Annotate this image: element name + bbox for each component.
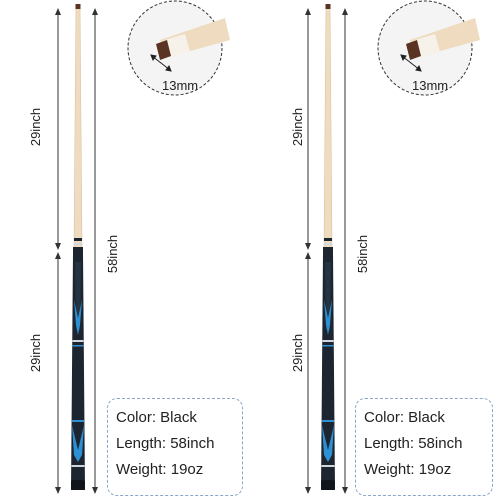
inlay-upper (74, 300, 82, 335)
tip-size-label: 13mm (412, 78, 449, 93)
cue-tip (325, 4, 331, 9)
spec-weight: Weight: 19oz (364, 461, 452, 478)
cue-joint (323, 247, 333, 253)
cue-illustration (305, 0, 480, 494)
cue-panel-right: 29inch 29inch 58inch 13mm Color: Black L… (250, 0, 500, 500)
top-length-label: 29inch (290, 107, 305, 147)
inlay-upper (324, 300, 332, 335)
cue-butt (321, 253, 335, 490)
spec-box: Color: Black Length: 58inch Weight: 19oz (355, 398, 493, 496)
spec-box: Color: Black Length: 58inch Weight: 19oz (107, 398, 243, 496)
cue-joint (73, 247, 83, 253)
measure-arrowheads (55, 8, 98, 494)
tip-size-label: 13mm (162, 78, 199, 93)
measure-lines (307, 10, 346, 492)
cue-bumper (321, 480, 335, 490)
tip-zoom (127, 0, 230, 96)
cue-panel-left: 29inch 29inch 58inch 13mm Color: Black L… (28, 0, 243, 496)
spec-color: Color: Black (116, 409, 197, 426)
total-length-label: 58inch (355, 234, 370, 274)
spec-length: Length: 58inch (364, 435, 463, 452)
bottom-length-label: 29inch (290, 333, 305, 373)
measure-arrowheads (305, 8, 348, 494)
spec-color: Color: Black (364, 409, 445, 426)
bottom-length-label: 29inch (28, 333, 43, 373)
total-length-label: 58inch (105, 234, 120, 274)
measure-lines (57, 10, 96, 492)
top-length-label: 29inch (28, 107, 43, 147)
spec-length: Length: 58inch (116, 435, 215, 452)
cue-butt (71, 253, 85, 490)
inlay-lower (322, 425, 334, 462)
cue-shaft (73, 5, 83, 249)
inlay-lower (72, 425, 84, 462)
cue-tip (75, 4, 81, 9)
cue-shaft (323, 5, 333, 249)
spec-weight: Weight: 19oz (116, 461, 204, 478)
cue-bumper (71, 480, 85, 490)
cue-illustration (55, 0, 230, 494)
tip-zoom (377, 0, 480, 96)
